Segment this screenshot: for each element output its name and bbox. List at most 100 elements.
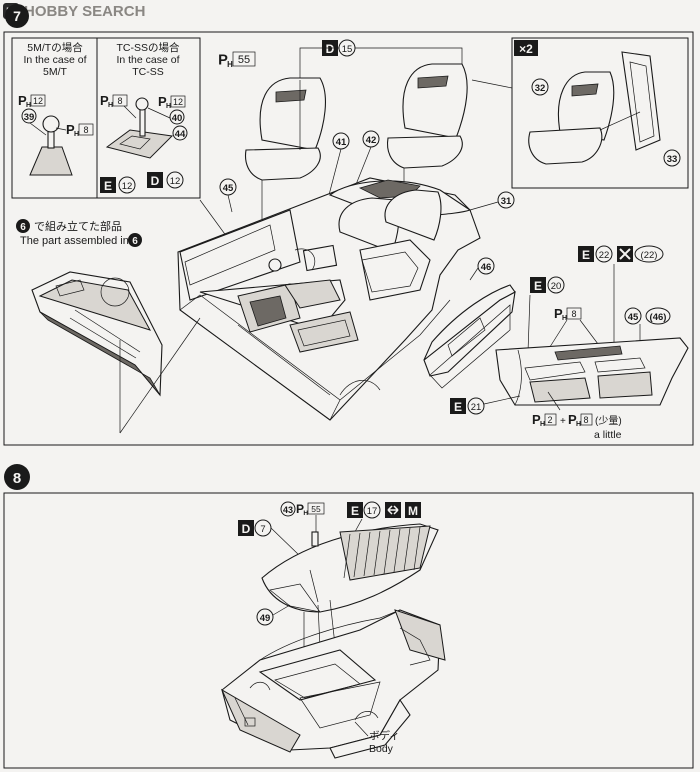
part-46: 46 xyxy=(481,262,492,273)
part-45: 45 xyxy=(223,183,234,194)
e12-letter: E xyxy=(104,179,112,193)
ph-icon xyxy=(554,306,568,321)
front-seat-left xyxy=(244,77,326,181)
col2-en1: In the case of xyxy=(116,54,179,66)
step-7-badge xyxy=(5,4,29,28)
x2-label: ×2 xyxy=(519,42,533,56)
part-40: 40 xyxy=(172,113,183,124)
d15-letter: D xyxy=(326,42,335,56)
col1-en2: 5M/T xyxy=(43,66,68,78)
window-glass xyxy=(261,523,439,613)
front-seat-right xyxy=(386,63,468,169)
right-door-panel xyxy=(339,284,516,396)
part-32: 32 xyxy=(535,83,546,94)
part-31: 31 xyxy=(501,196,512,207)
assembled-jp-num: 6 xyxy=(20,222,26,233)
step-7-number: 7 xyxy=(13,8,21,24)
part-39: 39 xyxy=(24,112,35,123)
part-44: 44 xyxy=(175,129,186,140)
e20-letter: E xyxy=(534,279,542,293)
e22-letter: E xyxy=(582,248,590,262)
glue-note: 2 + 8 (少量) a little xyxy=(532,391,622,441)
ph-icon xyxy=(100,93,114,108)
ph55-8: 55 xyxy=(311,504,321,514)
svg-text:+: + xyxy=(560,416,566,427)
part-43: 43 xyxy=(283,505,293,515)
e-icon xyxy=(100,177,116,193)
assembled-jp: で組み立てた部品 xyxy=(34,219,122,233)
e-icon xyxy=(450,398,466,414)
n22-num: (22) xyxy=(641,250,658,261)
step-8: 8 43 55 E 17 M D 7 xyxy=(3,464,694,769)
part-46b: (46) xyxy=(650,312,667,323)
m-icon xyxy=(405,502,421,518)
ph12-b: 12 xyxy=(173,97,183,107)
part-45b: 45 xyxy=(628,312,639,323)
step-8-frame xyxy=(3,492,694,769)
transmission-options-inset: 5M/Tの場合 In the case of 5M/T TC-SSの場合 In … xyxy=(11,37,201,199)
e-icon xyxy=(347,502,363,518)
col1-en1: In the case of xyxy=(23,54,86,66)
little-jp: (少量) xyxy=(595,415,622,427)
e12-num: 12 xyxy=(122,181,133,192)
e-icon xyxy=(578,246,594,262)
e21-letter: E xyxy=(454,400,462,414)
little-en: a little xyxy=(594,429,622,441)
ph-icon xyxy=(66,122,80,137)
step-8-number: 8 xyxy=(13,470,21,487)
e22-num: 22 xyxy=(599,250,610,261)
e-icon xyxy=(530,277,546,293)
ph2: 2 xyxy=(547,415,552,425)
ph-icon xyxy=(18,93,32,108)
car-body xyxy=(220,609,446,759)
part-49: 49 xyxy=(260,613,271,624)
ph-icon xyxy=(296,502,309,516)
e17-letter: E xyxy=(351,504,359,518)
col2-en2: TC-SS xyxy=(132,66,164,78)
step-7-frame xyxy=(3,31,694,446)
ph8-d: 8 xyxy=(583,415,588,425)
col2-jp: TC-SSの場合 xyxy=(117,41,180,54)
part-33: 33 xyxy=(667,154,678,165)
part-41: 41 xyxy=(336,137,347,148)
d15-num: 15 xyxy=(342,44,353,55)
body-en: Body xyxy=(369,743,394,755)
body-jp: ボディ xyxy=(369,729,400,742)
d-icon xyxy=(238,520,254,536)
part-42: 42 xyxy=(366,135,377,146)
assembled-en-num: 6 xyxy=(132,236,138,247)
ph55-label: 55 xyxy=(218,51,256,68)
step-7: 7 5M/Tの場合 In the case of 5M/T TC-SSの場合 I… xyxy=(3,4,694,446)
assembled-en: The part assembled in xyxy=(20,235,129,247)
e21-num: 21 xyxy=(471,402,482,413)
part-44-marker xyxy=(172,125,188,141)
col1-jp: 5M/Tの場合 xyxy=(27,41,83,54)
e20-num: 20 xyxy=(551,281,562,292)
m-letter: M xyxy=(408,504,418,518)
ph12-a: 12 xyxy=(33,96,43,106)
d7-letter: D xyxy=(242,522,251,536)
d-icon xyxy=(147,172,163,188)
seat-x2-inset: ×2 32 33 xyxy=(471,37,689,189)
shifter-plate-tcss xyxy=(105,97,174,159)
d12-letter: D xyxy=(151,174,160,188)
part-40-marker xyxy=(169,109,185,125)
ph8-a: 8 xyxy=(83,125,88,135)
part-39-marker xyxy=(21,108,37,124)
interior-tub xyxy=(177,177,481,421)
ph-icon xyxy=(158,94,172,109)
svg-text:55: 55 xyxy=(238,54,250,66)
door-trim-panel xyxy=(495,337,689,406)
d7-num: 7 xyxy=(260,524,265,535)
rearview-mirror xyxy=(311,531,319,547)
shift-knob-5mt xyxy=(29,115,73,176)
assembled-part-note: 6 で組み立てた部品 The part assembled in 6 xyxy=(16,219,142,247)
e17-num: 17 xyxy=(367,506,378,517)
step-8-badge xyxy=(4,464,30,490)
logo-text: HOBBY SEARCH xyxy=(24,3,145,20)
d12-num: 12 xyxy=(170,176,181,187)
ph8-c: 8 xyxy=(571,309,576,319)
ph8-b: 8 xyxy=(117,96,122,106)
dashboard-assembly xyxy=(31,271,163,397)
